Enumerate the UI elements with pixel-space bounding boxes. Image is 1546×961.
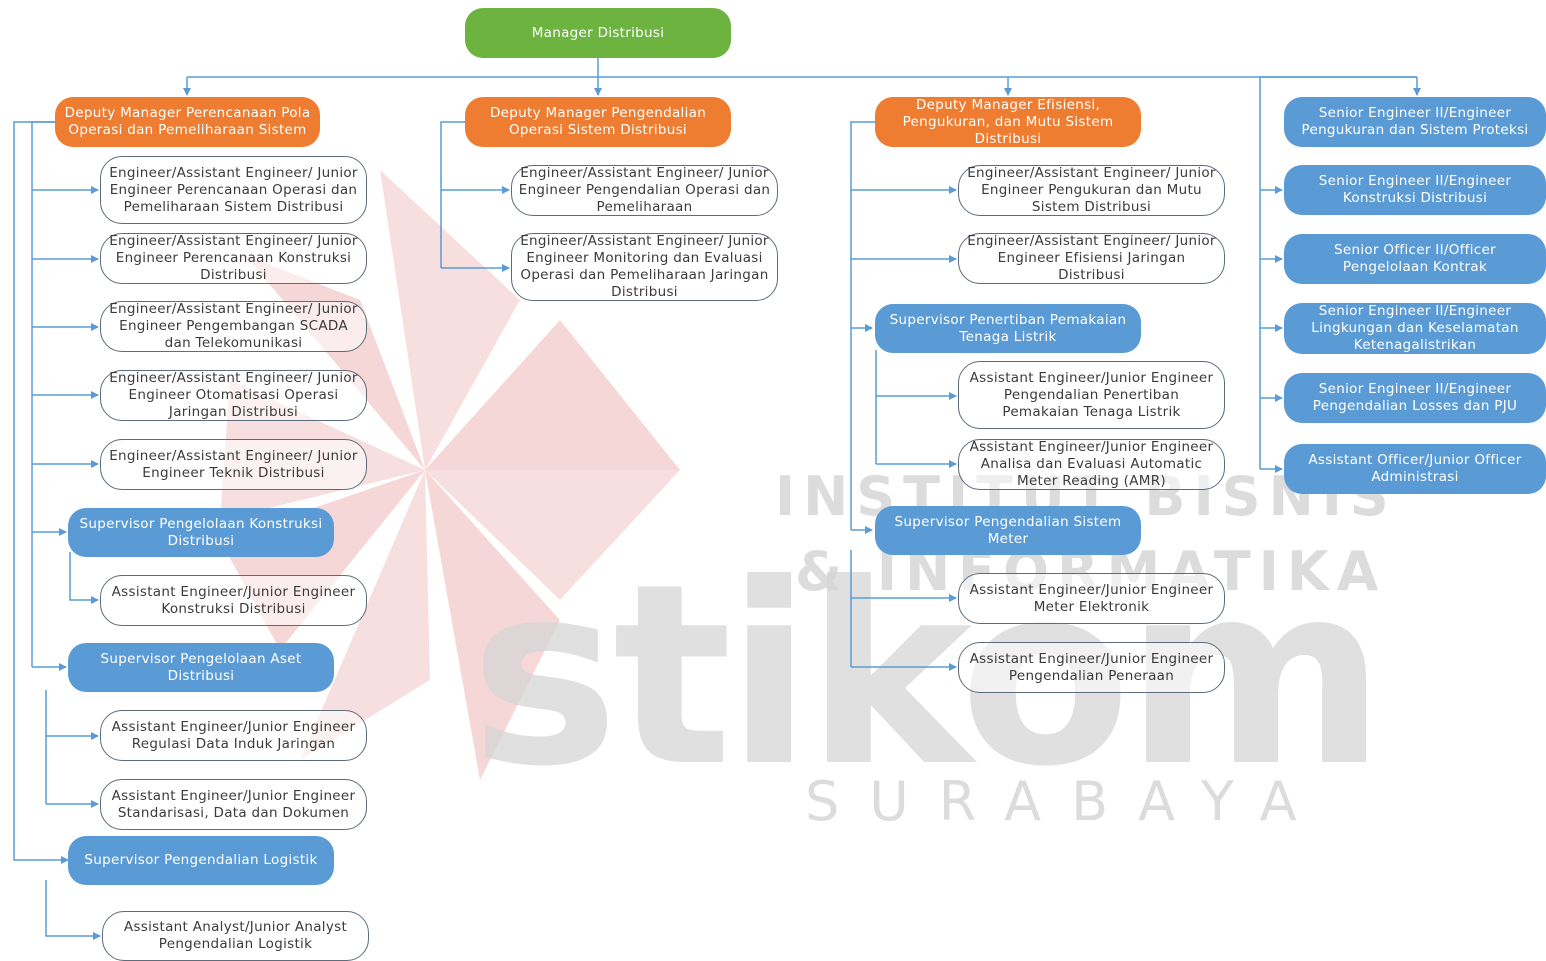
node-so-kontrak: Senior Officer II/Officer Pengelolaan Ko… <box>1284 234 1546 284</box>
node-sup-penertiban: Supervisor Penertiban Pemakaian Tenaga L… <box>875 304 1141 353</box>
node-ae-konstruksi: Assistant Engineer/Junior Engineer Konst… <box>100 575 367 626</box>
node-ao-administrasi: Assistant Officer/Junior Officer Adminis… <box>1284 444 1546 494</box>
node-se-konstruksi: Senior Engineer II/Engineer Konstruksi D… <box>1284 165 1546 215</box>
node-se-losses: Senior Engineer II/Engineer Pengendalian… <box>1284 373 1546 423</box>
node-ae-meter-elektronik: Assistant Engineer/Junior Engineer Meter… <box>958 573 1225 624</box>
node-eng-monitoring: Engineer/Assistant Engineer/ Junior Engi… <box>511 233 778 301</box>
node-analyst-logistik: Assistant Analyst/Junior Analyst Pengend… <box>102 911 369 961</box>
node-eng-scada: Engineer/Assistant Engineer/ Junior Engi… <box>100 301 367 352</box>
node-eng-otomatisasi: Engineer/Assistant Engineer/ Junior Engi… <box>100 370 367 421</box>
node-deputy-pengendalian: Deputy Manager Pengendalian Operasi Sist… <box>465 97 731 147</box>
node-deputy-efisiensi: Deputy Manager Efisiensi, Pengukuran, da… <box>875 97 1141 147</box>
node-sup-aset: Supervisor Pengelolaan Aset Distribusi <box>68 643 334 692</box>
node-eng-teknik-distribusi: Engineer/Assistant Engineer/ Junior Engi… <box>100 439 367 490</box>
node-ae-penertiban: Assistant Engineer/Junior Engineer Penge… <box>958 361 1225 429</box>
node-eng-pengukuran-mutu: Engineer/Assistant Engineer/ Junior Engi… <box>958 165 1225 216</box>
node-eng-pengendalian-operasi: Engineer/Assistant Engineer/ Junior Engi… <box>511 165 778 216</box>
watermark-logo-text: stikom <box>470 530 1386 821</box>
node-sup-logistik: Supervisor Pengendalian Logistik <box>68 836 334 885</box>
node-ae-standarisasi: Assistant Engineer/Junior Engineer Stand… <box>100 779 367 830</box>
node-ae-regulasi: Assistant Engineer/Junior Engineer Regul… <box>100 710 367 761</box>
watermark-city: SURABAYA <box>805 770 1327 833</box>
node-se-pengukuran-proteksi: Senior Engineer II/Engineer Pengukuran d… <box>1284 97 1546 147</box>
node-ae-amr: Assistant Engineer/Junior Engineer Anali… <box>958 439 1225 490</box>
node-eng-perencanaan-konstruksi: Engineer/Assistant Engineer/ Junior Engi… <box>100 233 367 284</box>
node-sup-konstruksi: Supervisor Pengelolaan Konstruksi Distri… <box>68 508 334 557</box>
node-eng-perencanaan-operasi: Engineer/Assistant Engineer/ Junior Engi… <box>100 156 367 224</box>
node-se-lingkungan: Senior Engineer II/Engineer Lingkungan d… <box>1284 303 1546 354</box>
node-manager-distribusi: Manager Distribusi <box>465 8 731 58</box>
node-sup-sistem-meter: Supervisor Pengendalian Sistem Meter <box>875 506 1141 555</box>
node-ae-peneraan: Assistant Engineer/Junior Engineer Penge… <box>958 642 1225 693</box>
node-eng-efisiensi: Engineer/Assistant Engineer/ Junior Engi… <box>958 233 1225 284</box>
node-deputy-perencanaan: Deputy Manager Perencanaan Pola Operasi … <box>55 97 320 147</box>
